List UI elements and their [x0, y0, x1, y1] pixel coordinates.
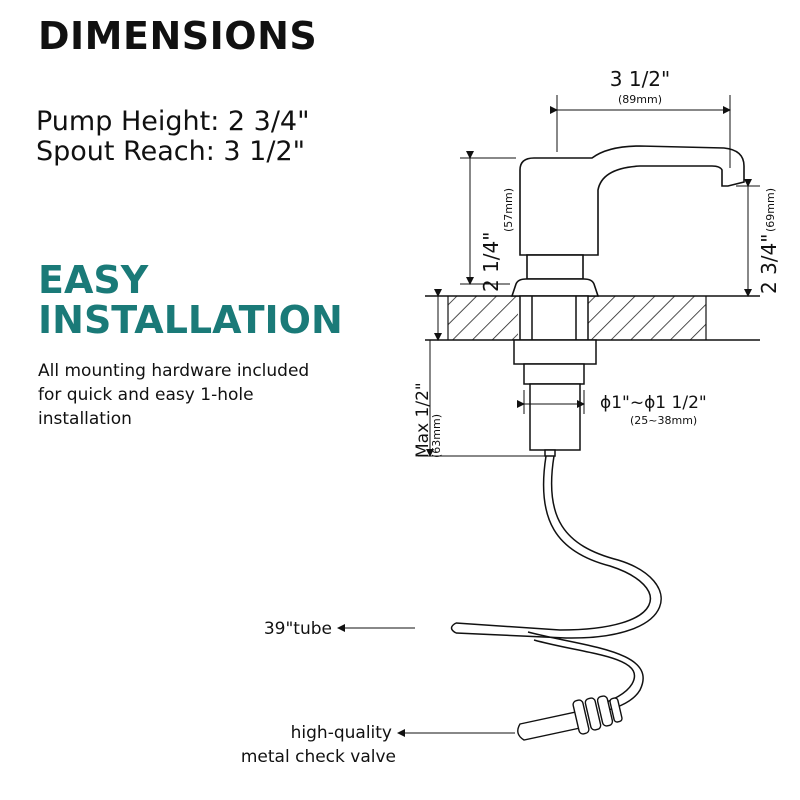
tube-label: 39"tube: [264, 619, 332, 639]
body-height-label: 2 1/4": [479, 232, 503, 292]
max-thickness-mm-label: (63mm): [430, 414, 443, 458]
body-height-mm-label: (57mm): [502, 188, 515, 232]
hole-diameter-label: ϕ1"~ϕ1 1/2": [600, 393, 707, 413]
page-title: DIMENSIONS: [38, 14, 318, 58]
mounting-shank: [513, 295, 597, 457]
easy-heading-line1: EASY: [38, 258, 149, 302]
installation-description-line3: installation: [38, 409, 132, 429]
easy-heading-line2: INSTALLATION: [38, 298, 343, 342]
countertop: [425, 295, 760, 341]
total-height-mm-label: (69mm): [764, 188, 777, 232]
total-height-label: 2 3/4": [757, 234, 781, 294]
valve-label-line1: high-quality: [291, 723, 392, 743]
installation-description-line2: for quick and easy 1-hole: [38, 385, 254, 405]
pump-height-spec: Pump Height: 2 3/4": [36, 106, 310, 137]
valve-label-line2: metal check valve: [241, 747, 396, 767]
tube: [450, 455, 662, 713]
hole-diameter-mm-label: (25~38mm): [630, 414, 697, 427]
reach-label: 3 1/2": [610, 67, 670, 91]
check-valve: [517, 695, 623, 741]
pump-head: [510, 145, 745, 297]
installation-description-line1: All mounting hardware included: [38, 361, 310, 381]
reach-mm-label: (89mm): [618, 93, 662, 106]
max-thickness-label: Max 1/2": [413, 382, 433, 458]
dimension-lines: [337, 95, 760, 737]
spout-reach-spec: Spout Reach: 3 1/2": [36, 136, 306, 167]
